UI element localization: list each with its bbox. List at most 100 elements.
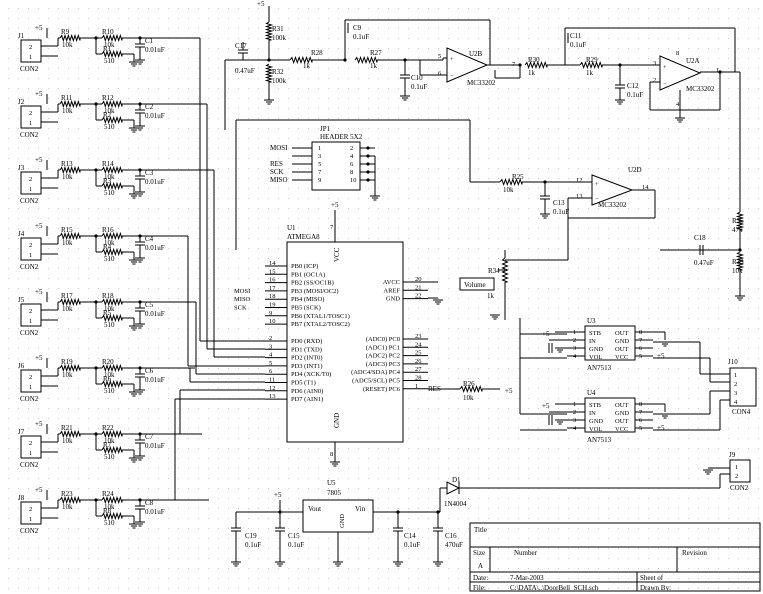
grid-dot [188,458,189,459]
grid-dot [408,178,409,179]
grid-dot [278,128,279,129]
grid-dot [468,478,469,479]
grid-dot [188,118,189,119]
grid-dot [128,268,129,269]
grid-dot [268,188,269,189]
grid-dot [168,448,169,449]
grid-dot [228,388,229,389]
grid-dot [348,98,349,99]
grid-dot [738,78,739,79]
grid-dot [178,278,179,279]
grid-dot [708,388,709,389]
grid-dot [488,468,489,469]
grid-dot [608,228,609,229]
grid-dot [18,188,19,189]
grid-dot [458,578,459,579]
grid-dot [528,98,529,99]
grid-dot [188,188,189,189]
grid-dot [148,298,149,299]
grid-dot [678,158,679,159]
grid-dot [458,368,459,369]
grid-dot [618,208,619,209]
grid-dot [348,498,349,499]
grid-dot [758,268,759,269]
grid-dot [118,438,119,439]
grid-dot [208,488,209,489]
grid-dot [418,498,419,499]
grid-dot [408,518,409,519]
grid-dot [458,158,459,159]
grid-dot [198,138,199,139]
grid-dot [408,48,409,49]
grid-dot [138,108,139,109]
grid-dot [168,458,169,459]
grid-dot [518,88,519,89]
cap-label: C1 [145,37,154,45]
grid-dot [398,18,399,19]
grid-dot [678,88,679,89]
grid-dot [198,98,199,99]
grid-dot [568,368,569,369]
grid-dot [588,568,589,569]
grid-dot [48,578,49,579]
grid-dot [148,68,149,69]
grid-dot [78,398,79,399]
grid-dot [38,218,39,219]
grid-dot [328,498,329,499]
grid-dot [288,228,289,229]
grid-dot [18,578,19,579]
grid-dot [308,28,309,29]
grid-dot [328,478,329,479]
grid-dot [118,158,119,159]
grid-dot [428,378,429,379]
grid-dot [288,488,289,489]
grid-dot [228,248,229,249]
grid-dot [638,48,639,49]
grid-dot [438,178,439,179]
grid-dot [318,218,319,219]
grid-dot [568,58,569,59]
grid-dot [538,108,539,109]
grid-dot [198,208,199,209]
grid-dot [218,258,219,259]
grid-dot [78,448,79,449]
grid-dot [538,48,539,49]
grid-dot [388,588,389,589]
grid-dot [408,68,409,69]
grid-dot [488,38,489,39]
grid-dot [88,258,89,259]
grid-dot [208,268,209,269]
grid-dot [708,108,709,109]
grid-dot [658,198,659,199]
grid-dot [228,328,229,329]
grid-dot [708,448,709,449]
grid-dot [168,98,169,99]
grid-dot [188,88,189,89]
grid-dot [628,548,629,549]
grid-dot [648,338,649,339]
grid-dot [598,548,599,549]
grid-dot [728,318,729,319]
r-mid-value: 10k [104,107,115,115]
grid-dot [238,538,239,539]
grid-dot [528,588,529,589]
grid-dot [208,448,209,449]
grid-dot [98,408,99,409]
grid-dot [78,118,79,119]
grid-dot [508,278,509,279]
grid-dot [38,468,39,469]
grid-dot [598,278,599,279]
grid-dot [278,38,279,39]
grid-dot [148,198,149,199]
grid-dot [308,118,309,119]
grid-dot [78,378,79,379]
grid-dot [758,338,759,339]
grid-dot [598,578,599,579]
grid-dot [548,558,549,559]
grid-dot [728,38,729,39]
connector-body [20,39,42,63]
grid-dot [198,488,199,489]
grid-dot [698,478,699,479]
grid-dot [688,388,689,389]
grid-dot [108,148,109,149]
